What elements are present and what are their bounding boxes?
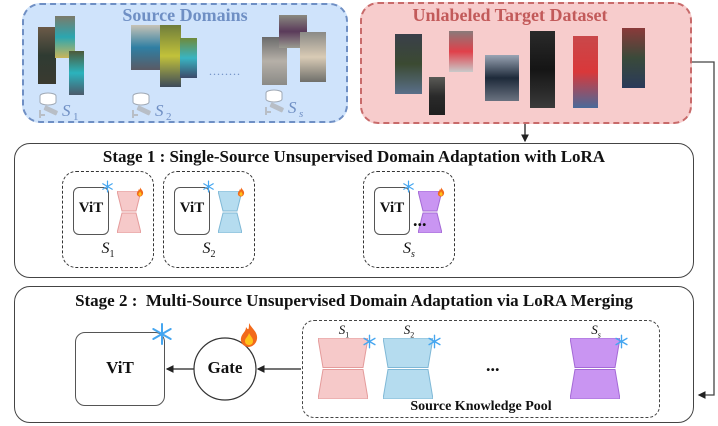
vit-label: ViT [179, 200, 205, 216]
stage1-unit: ViT Ss [363, 171, 455, 268]
stage1-ellipsis: ... [413, 210, 427, 230]
person-image [160, 25, 181, 87]
lora-down-projection [382, 337, 434, 368]
fire-icon [136, 187, 144, 197]
camera-icon [132, 105, 151, 118]
vit-box [174, 187, 210, 235]
domain-s2: S 2 [132, 92, 172, 123]
vit-box [73, 187, 109, 235]
domain-label: S [288, 98, 297, 117]
pool-lora-label: S1 [338, 322, 350, 340]
lora-up-projection [382, 369, 434, 400]
database-icon [265, 89, 283, 103]
domain-label: S [155, 101, 164, 120]
fire-icon [240, 323, 258, 347]
pool-lora-label: S2 [403, 322, 415, 340]
snowflake-icon [363, 334, 376, 349]
snowflake-icon [403, 180, 414, 193]
snowflake-icon [615, 334, 628, 349]
stage2-title: Stage 2 : Multi-Source Unsupervised Doma… [75, 291, 633, 310]
stage2-vit-box [75, 332, 165, 406]
snowflake-icon [102, 180, 113, 193]
database-icon [132, 92, 150, 106]
lora-up-projection [317, 369, 369, 400]
person-image [429, 77, 445, 115]
person-image [395, 34, 422, 94]
person-image [449, 31, 473, 72]
pool-label: Source Knowledge Pool [410, 399, 552, 414]
lora-down-projection [569, 337, 621, 368]
snowflake-icon [152, 323, 172, 345]
vit-label: ViT [78, 200, 104, 216]
unit-label: S1 [101, 240, 115, 261]
fire-icon [237, 187, 245, 197]
lora-adapter [217, 190, 243, 234]
unit-label: Ss [403, 240, 415, 261]
source-knowledge-pool [302, 320, 660, 418]
snowflake-icon [428, 334, 441, 349]
lora-up-projection [116, 212, 142, 234]
person-image [530, 31, 555, 108]
person-image [131, 25, 161, 70]
gate-label[interactable]: Gate [207, 358, 243, 377]
camera-icon [39, 105, 58, 118]
lora-down-projection [417, 190, 443, 212]
lora-up-projection [217, 212, 243, 234]
lora-up-projection [569, 369, 621, 400]
person-image [485, 55, 519, 101]
lora-adapter [382, 337, 434, 400]
source-domains-title: Source Domains [122, 5, 248, 25]
person-image [622, 28, 645, 88]
arrow-target-to-stage2 [692, 61, 715, 399]
pool-lora-2: S2 [382, 322, 447, 402]
domain-subscript: 1 [73, 111, 79, 123]
vit-box [374, 187, 410, 235]
domain-label: S [62, 101, 71, 120]
lora-down-projection [116, 190, 142, 212]
stage1-unit: ViT S1 [62, 171, 154, 268]
stage1-panel [14, 143, 694, 278]
lora-adapter [417, 190, 443, 234]
person-image [180, 38, 197, 78]
domain-s1: S 1 [39, 92, 79, 123]
gate-circle [193, 337, 257, 401]
pool-lora-1: S1 [317, 322, 382, 402]
vit-label: ViT [379, 200, 405, 216]
person-image [55, 16, 75, 58]
gate-connectors [165, 337, 301, 401]
person-image [69, 51, 84, 95]
database-icon [39, 92, 57, 106]
fire-icon [437, 187, 445, 197]
pool-ellipsis: ... [486, 355, 500, 375]
lora-down-projection [317, 337, 369, 368]
person-image [300, 32, 326, 82]
lora-adapter [569, 337, 621, 400]
source-domain-labels: S 1 S 2 S s [39, 89, 303, 123]
lora-adapter [116, 190, 142, 234]
unit-label: S2 [202, 240, 216, 261]
stage2-vit-label: ViT [106, 358, 134, 377]
lora-adapter [317, 337, 369, 400]
pool-lora-3: Ss [569, 322, 634, 402]
ellipsis: ........ [209, 64, 241, 78]
target-dataset-title: Unlabeled Target Dataset [412, 5, 608, 25]
lora-down-projection [217, 190, 243, 212]
domain-subscript: 2 [166, 111, 172, 123]
snowflake-icon [203, 180, 214, 193]
camera-icon [265, 102, 284, 115]
person-image [573, 36, 598, 108]
stage2-panel [14, 286, 694, 423]
domain-subscript: s [299, 108, 303, 120]
stage1-unit: ViT S2 [163, 171, 255, 268]
domain-ss: S s [265, 89, 303, 120]
stage1-title: Stage 1 : Single-Source Unsupervised Dom… [102, 147, 606, 166]
person-image [38, 27, 56, 84]
pool-lora-label: Ss [591, 322, 601, 340]
